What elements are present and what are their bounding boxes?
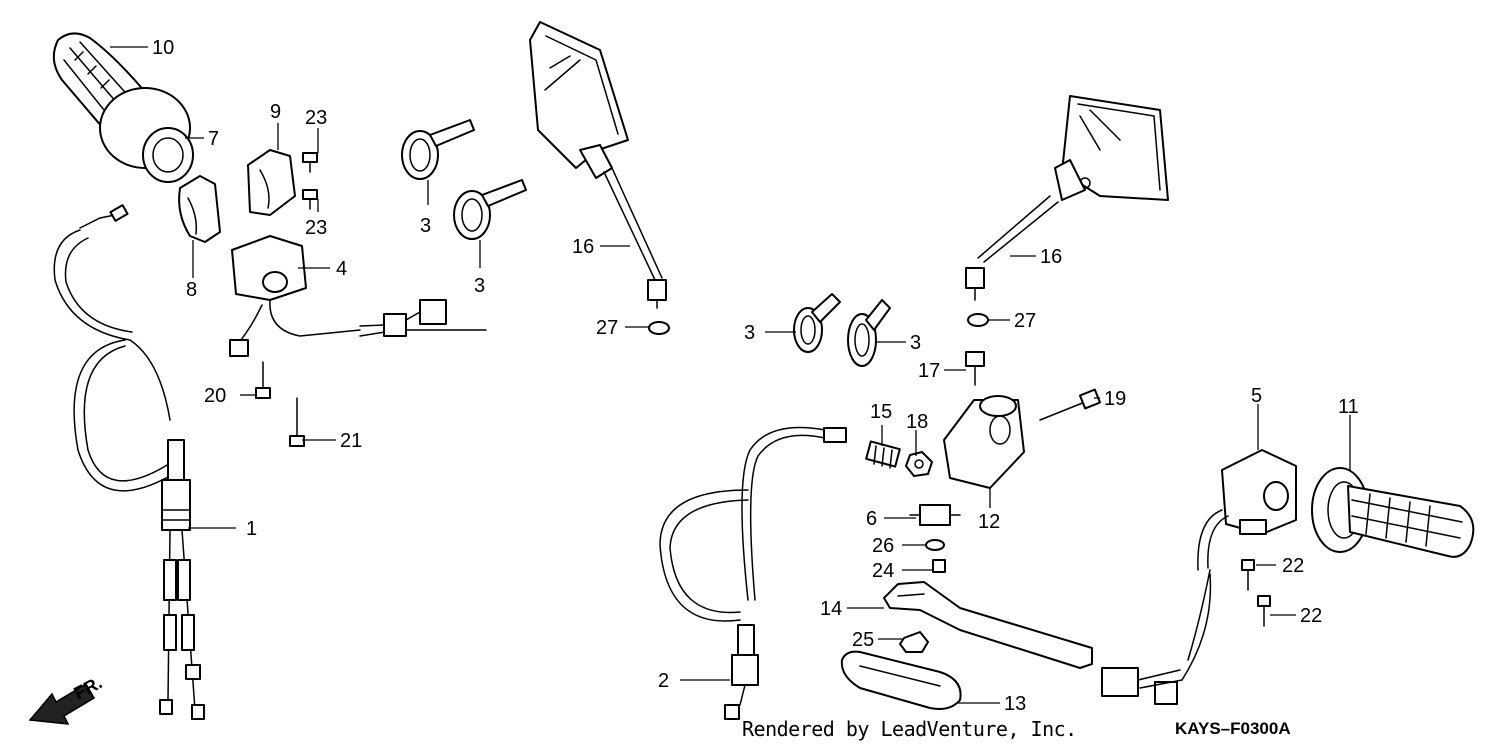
throttle-housing-upper — [247, 149, 296, 216]
left-mirror — [529, 21, 667, 309]
throttle-cable — [53, 204, 205, 720]
callout-25: 25 — [852, 629, 874, 651]
callout-5: 5 — [1251, 385, 1262, 407]
front-direction-arrow-icon: FR. — [28, 672, 105, 725]
render-credit: Rendered by LeadVenture, Inc. — [742, 717, 1077, 741]
washer-26 — [925, 539, 945, 551]
callout-12: 12 — [978, 511, 1000, 533]
callout-27b: 27 — [1014, 310, 1036, 332]
callout-labels: 10 7 9 23 23 8 4 3 3 20 21 1 16 27 16 27… — [152, 37, 1359, 715]
callout-3b: 3 — [474, 275, 485, 297]
callout-3d: 3 — [910, 332, 921, 354]
throttle-grip — [52, 32, 194, 183]
callout-9: 9 — [270, 101, 281, 123]
callout-14: 14 — [820, 598, 842, 620]
clutch-cable — [659, 426, 847, 720]
callout-27a: 27 — [596, 317, 618, 339]
callout-1: 1 — [246, 518, 257, 540]
callout-4: 4 — [336, 258, 347, 280]
diagram-code: KAYS–F0300A — [1175, 719, 1291, 738]
callout-3c: 3 — [744, 322, 755, 344]
right-handlebar-switch — [1101, 449, 1297, 705]
clutch-switch — [909, 504, 961, 526]
cable-strap-3c — [793, 293, 841, 353]
bolt-21 — [289, 397, 305, 447]
right-grip — [1311, 467, 1475, 558]
bolt-19 — [1039, 388, 1102, 421]
lever-cover — [840, 650, 962, 710]
throttle-housing-lower — [178, 175, 221, 243]
callout-23a: 23 — [305, 107, 327, 129]
screw-24 — [932, 559, 946, 573]
callout-11: 11 — [1338, 396, 1359, 418]
bolt-17 — [965, 351, 985, 386]
callout-17: 17 — [918, 360, 940, 382]
screw-22a — [1241, 559, 1255, 591]
callout-13: 13 — [1004, 693, 1026, 715]
callout-22b: 22 — [1300, 605, 1322, 627]
callout-leaders — [110, 46, 1351, 704]
callout-23b: 23 — [305, 217, 327, 239]
bolt-20 — [255, 361, 271, 399]
callout-10: 10 — [152, 37, 174, 59]
screw-23b — [302, 189, 318, 210]
callout-18: 18 — [906, 411, 928, 433]
clutch-lever-bracket — [943, 395, 1025, 489]
callout-15: 15 — [870, 401, 892, 423]
callout-26: 26 — [872, 535, 894, 557]
callout-24: 24 — [872, 560, 894, 582]
locknut-18 — [905, 451, 933, 477]
callout-20: 20 — [204, 385, 226, 407]
callout-8: 8 — [186, 279, 197, 301]
cable-strap-3a — [401, 119, 475, 180]
callout-7: 7 — [208, 128, 219, 150]
clutch-lever — [883, 581, 1093, 669]
callout-16b: 16 — [1040, 246, 1062, 268]
callout-16a: 16 — [572, 236, 594, 258]
left-handlebar-switch — [229, 235, 487, 357]
nut-25 — [899, 631, 929, 653]
callout-19: 19 — [1104, 388, 1126, 410]
callout-22a: 22 — [1282, 555, 1304, 577]
callout-21: 21 — [340, 430, 362, 452]
cable-strap-3d — [847, 299, 891, 367]
screw-22b — [1257, 595, 1271, 627]
right-mirror — [965, 95, 1169, 301]
callout-2: 2 — [658, 670, 669, 692]
washer-27-right — [967, 313, 989, 327]
callout-3a: 3 — [420, 215, 431, 237]
cable-strap-3b — [453, 179, 527, 240]
washer-27-left — [648, 321, 670, 335]
cable-adjuster-15 — [865, 440, 901, 469]
callout-6: 6 — [866, 508, 877, 530]
screw-23a — [302, 152, 318, 173]
